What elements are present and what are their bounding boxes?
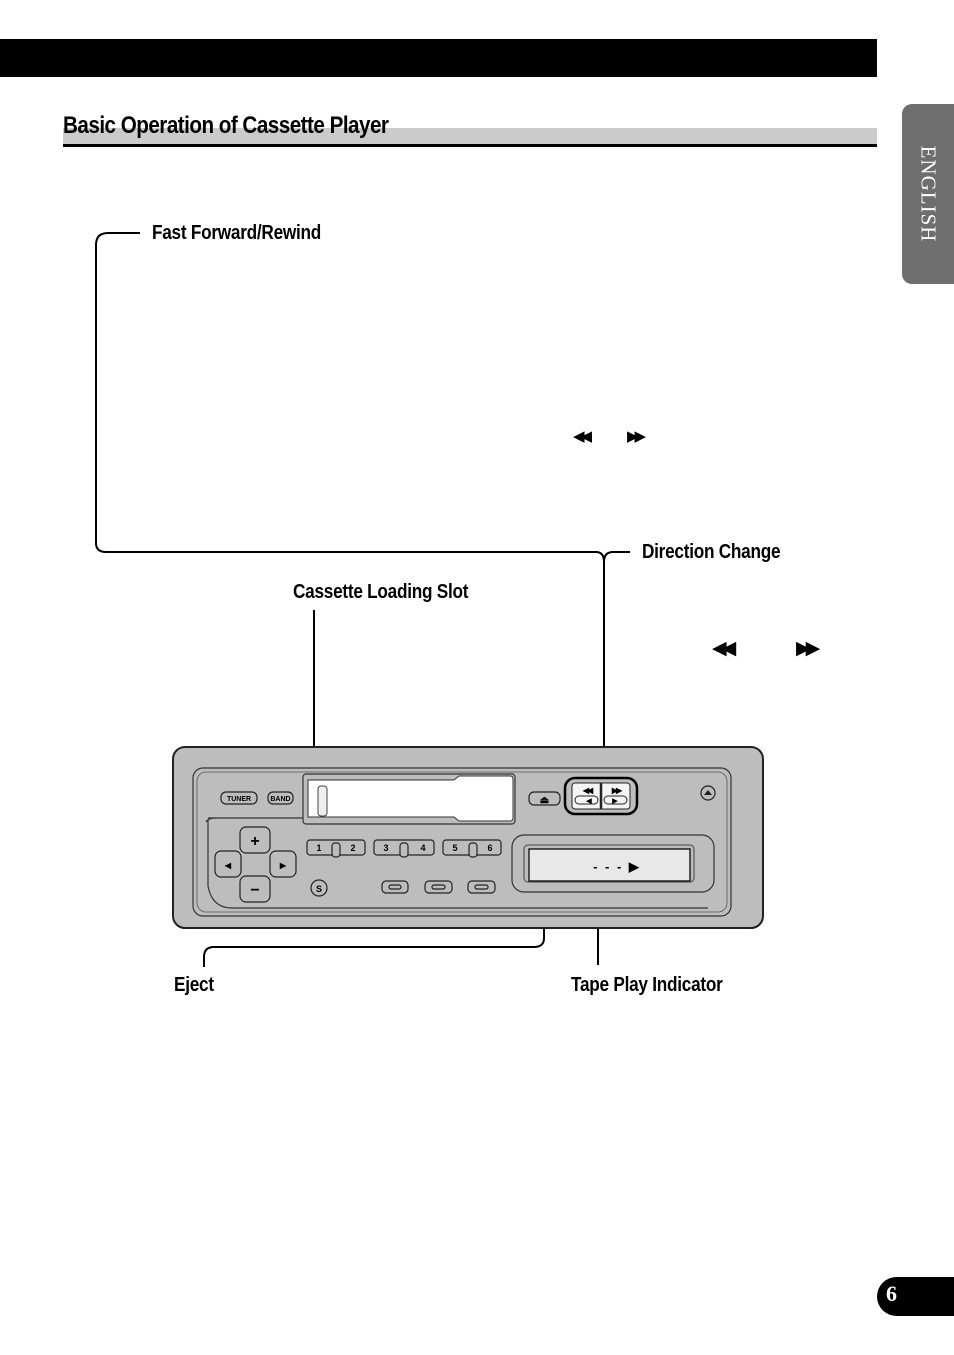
detach-button[interactable] (700, 785, 716, 801)
leader-fast-forward (95, 232, 605, 777)
left-arrow-icon: ◀ (224, 861, 232, 870)
fast-forward-icon: ▶▶ (611, 786, 623, 795)
right-arrow-icon: ▶ (279, 861, 287, 870)
callout-tape-play-indicator: Tape Play Indicator (571, 974, 723, 996)
tape-play-indicator: - - - ▶ (593, 859, 641, 874)
callout-direction-change: Direction Change (642, 541, 781, 563)
svg-text:6: 6 (487, 843, 492, 853)
svg-text:4: 4 (420, 843, 425, 853)
tuner-button[interactable]: TUNER (220, 791, 258, 805)
seek-right-button[interactable] (269, 850, 297, 878)
volume-down-button[interactable] (239, 875, 271, 903)
page-number: 6 (886, 1281, 897, 1306)
leader-direction-change (603, 551, 630, 563)
minus-icon: − (250, 882, 259, 899)
callout-eject: Eject (174, 974, 214, 996)
rewind-icon: ◀◀ (712, 638, 736, 659)
header-bar (0, 39, 877, 77)
ff-rew-button-cluster[interactable]: ◀◀ ▶▶ ◀ ▶ (563, 776, 639, 816)
cassette-deck-illustration: TUNER BAND + − ◀ ▶ S 1 2 3 4 5 6 (172, 746, 764, 929)
leader-eject (203, 805, 545, 967)
section-title: Basic Operation of Cassette Player (63, 112, 389, 139)
svg-text:S: S (316, 884, 322, 894)
display-window: - - - ▶ (511, 834, 715, 893)
svg-text:5: 5 (452, 843, 457, 853)
rewind-icon: ◀◀ (582, 786, 594, 795)
fast-forward-icon: ▶▶ (627, 428, 646, 445)
direction-left-icon: ◀ (585, 798, 592, 805)
fast-forward-icon: ▶▶ (796, 638, 820, 659)
title-band (63, 128, 877, 144)
svg-text:BAND: BAND (270, 796, 290, 803)
cassette-slot (302, 773, 516, 825)
svg-text:2: 2 (350, 843, 355, 853)
svg-text:3: 3 (383, 843, 388, 853)
callout-cassette-loading-slot: Cassette Loading Slot (293, 581, 469, 603)
rewind-icon: ◀◀ (573, 428, 592, 445)
eject-icon: ⏏ (540, 795, 550, 806)
seek-left-button[interactable] (214, 850, 242, 878)
eject-button[interactable]: ⏏ (528, 791, 561, 806)
svg-text:TUNER: TUNER (227, 796, 251, 803)
direction-right-icon: ▶ (611, 798, 618, 805)
cassette-door-handle (317, 785, 328, 817)
volume-up-button[interactable] (239, 826, 271, 854)
dpad (214, 826, 297, 903)
callout-fast-forward-rewind: Fast Forward/Rewind (152, 222, 322, 244)
source-button[interactable]: S (310, 879, 328, 897)
title-rule (63, 144, 877, 147)
language-tab: ENGLISH (902, 104, 954, 284)
plus-icon: + (250, 833, 259, 850)
band-button[interactable]: BAND (267, 791, 294, 805)
svg-text:1: 1 (316, 843, 321, 853)
deck-inner-frame (192, 767, 732, 917)
page-number-tab: 6 (877, 1277, 954, 1316)
